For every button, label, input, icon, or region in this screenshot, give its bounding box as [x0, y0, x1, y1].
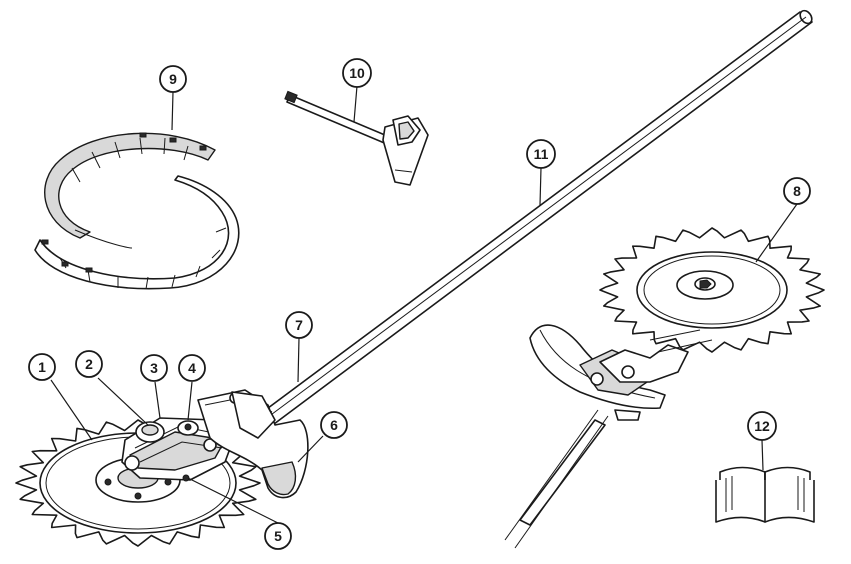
- callout-8-label: 8: [793, 183, 801, 199]
- callout-12: 12: [747, 411, 777, 441]
- callout-7: 7: [285, 311, 313, 339]
- callout-3: 3: [140, 354, 168, 382]
- callout-8: 8: [783, 177, 811, 205]
- gearbox-left: [121, 417, 236, 482]
- callout-6-label: 6: [330, 417, 338, 433]
- callout-2: 2: [75, 350, 103, 378]
- saw-blade-assembly-right: [599, 227, 825, 353]
- callout-11-label: 11: [534, 146, 549, 162]
- callout-4-label: 4: [188, 360, 196, 376]
- blade-guard-right: [504, 324, 713, 549]
- callout-1: 1: [28, 353, 56, 381]
- callout-1-label: 1: [38, 359, 46, 375]
- callout-3-label: 3: [150, 360, 158, 376]
- callout-5-label: 5: [274, 528, 282, 544]
- open-book-icon: [715, 466, 815, 523]
- callout-9: 9: [159, 65, 187, 93]
- socket-wrench-icon: [284, 90, 429, 186]
- callout-5: 5: [264, 522, 292, 550]
- blade-guard-left: [197, 389, 309, 499]
- callout-6: 6: [320, 411, 348, 439]
- blade-transport-cover: [34, 132, 240, 290]
- drive-shaft: [251, 9, 813, 434]
- callout-12-label: 12: [754, 418, 770, 434]
- leader-lines: [50, 85, 798, 524]
- callout-9-label: 9: [169, 71, 177, 87]
- callout-2-label: 2: [85, 356, 93, 372]
- callout-10: 10: [342, 58, 372, 88]
- callout-7-label: 7: [295, 317, 303, 333]
- callout-4: 4: [178, 354, 206, 382]
- callout-11: 11: [526, 139, 556, 169]
- callout-10-label: 10: [349, 65, 365, 81]
